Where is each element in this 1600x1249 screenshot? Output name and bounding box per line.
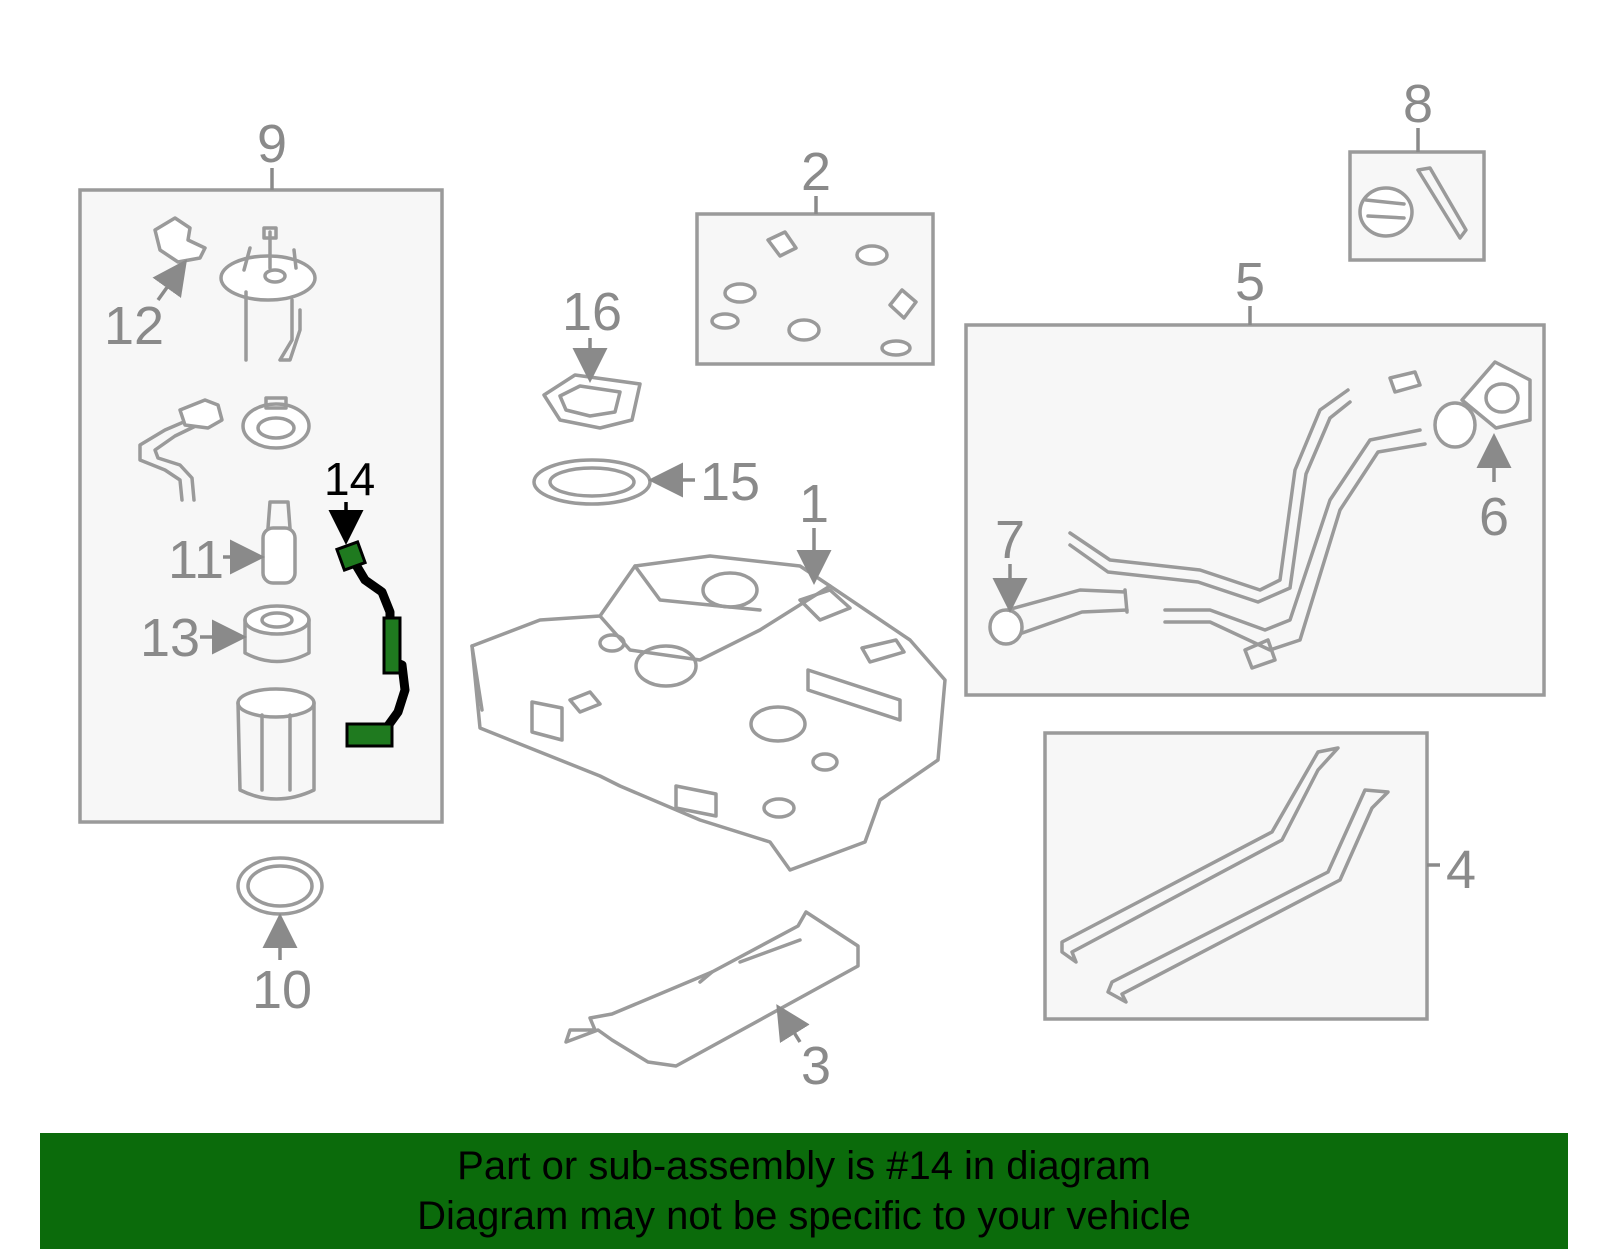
part-12[interactable] [153,216,207,264]
part-8-cap[interactable] [1358,166,1468,240]
label-11: 11 [168,530,224,590]
label-12: 12 [104,296,164,356]
label-7: 7 [995,510,1025,570]
label-8: 8 [1403,74,1433,134]
label-15: 15 [700,452,760,512]
info-banner: Part or sub-assembly is #14 in diagram D… [40,1133,1568,1249]
part-ring[interactable] [241,402,311,450]
part-hose[interactable] [138,413,210,502]
part-2-pads[interactable] [710,230,918,357]
label-13: 13 [140,608,200,668]
label-5: 5 [1235,252,1265,312]
label-6: 6 [1479,487,1509,547]
banner-line-2: Diagram may not be specific to your vehi… [417,1194,1191,1238]
part-4-straps[interactable] [1060,746,1390,1004]
label-1: 1 [799,474,829,534]
banner-line-1: Part or sub-assembly is #14 in diagram [457,1144,1151,1188]
label-14: 14 [324,453,375,505]
label-9: 9 [257,114,287,174]
label-2: 2 [801,142,831,202]
part-6[interactable] [1460,360,1532,430]
part-11[interactable] [261,526,297,585]
label-16: 16 [562,282,622,342]
part-3[interactable] [564,910,860,1068]
box-4 [1043,731,1429,1021]
label-4: 4 [1446,840,1476,900]
pump-module-flange[interactable] [219,254,317,302]
part-16[interactable] [542,373,642,430]
part-5-filler-pipe[interactable] [1068,370,1477,670]
part-reservoir[interactable] [236,687,316,719]
box-5 [964,323,1546,697]
label-3: 3 [801,1036,831,1096]
label-10: 10 [252,960,312,1020]
part-1-fuel-tank[interactable] [470,554,947,872]
part-13[interactable] [243,604,311,636]
part-14-highlight[interactable] [334,539,410,748]
